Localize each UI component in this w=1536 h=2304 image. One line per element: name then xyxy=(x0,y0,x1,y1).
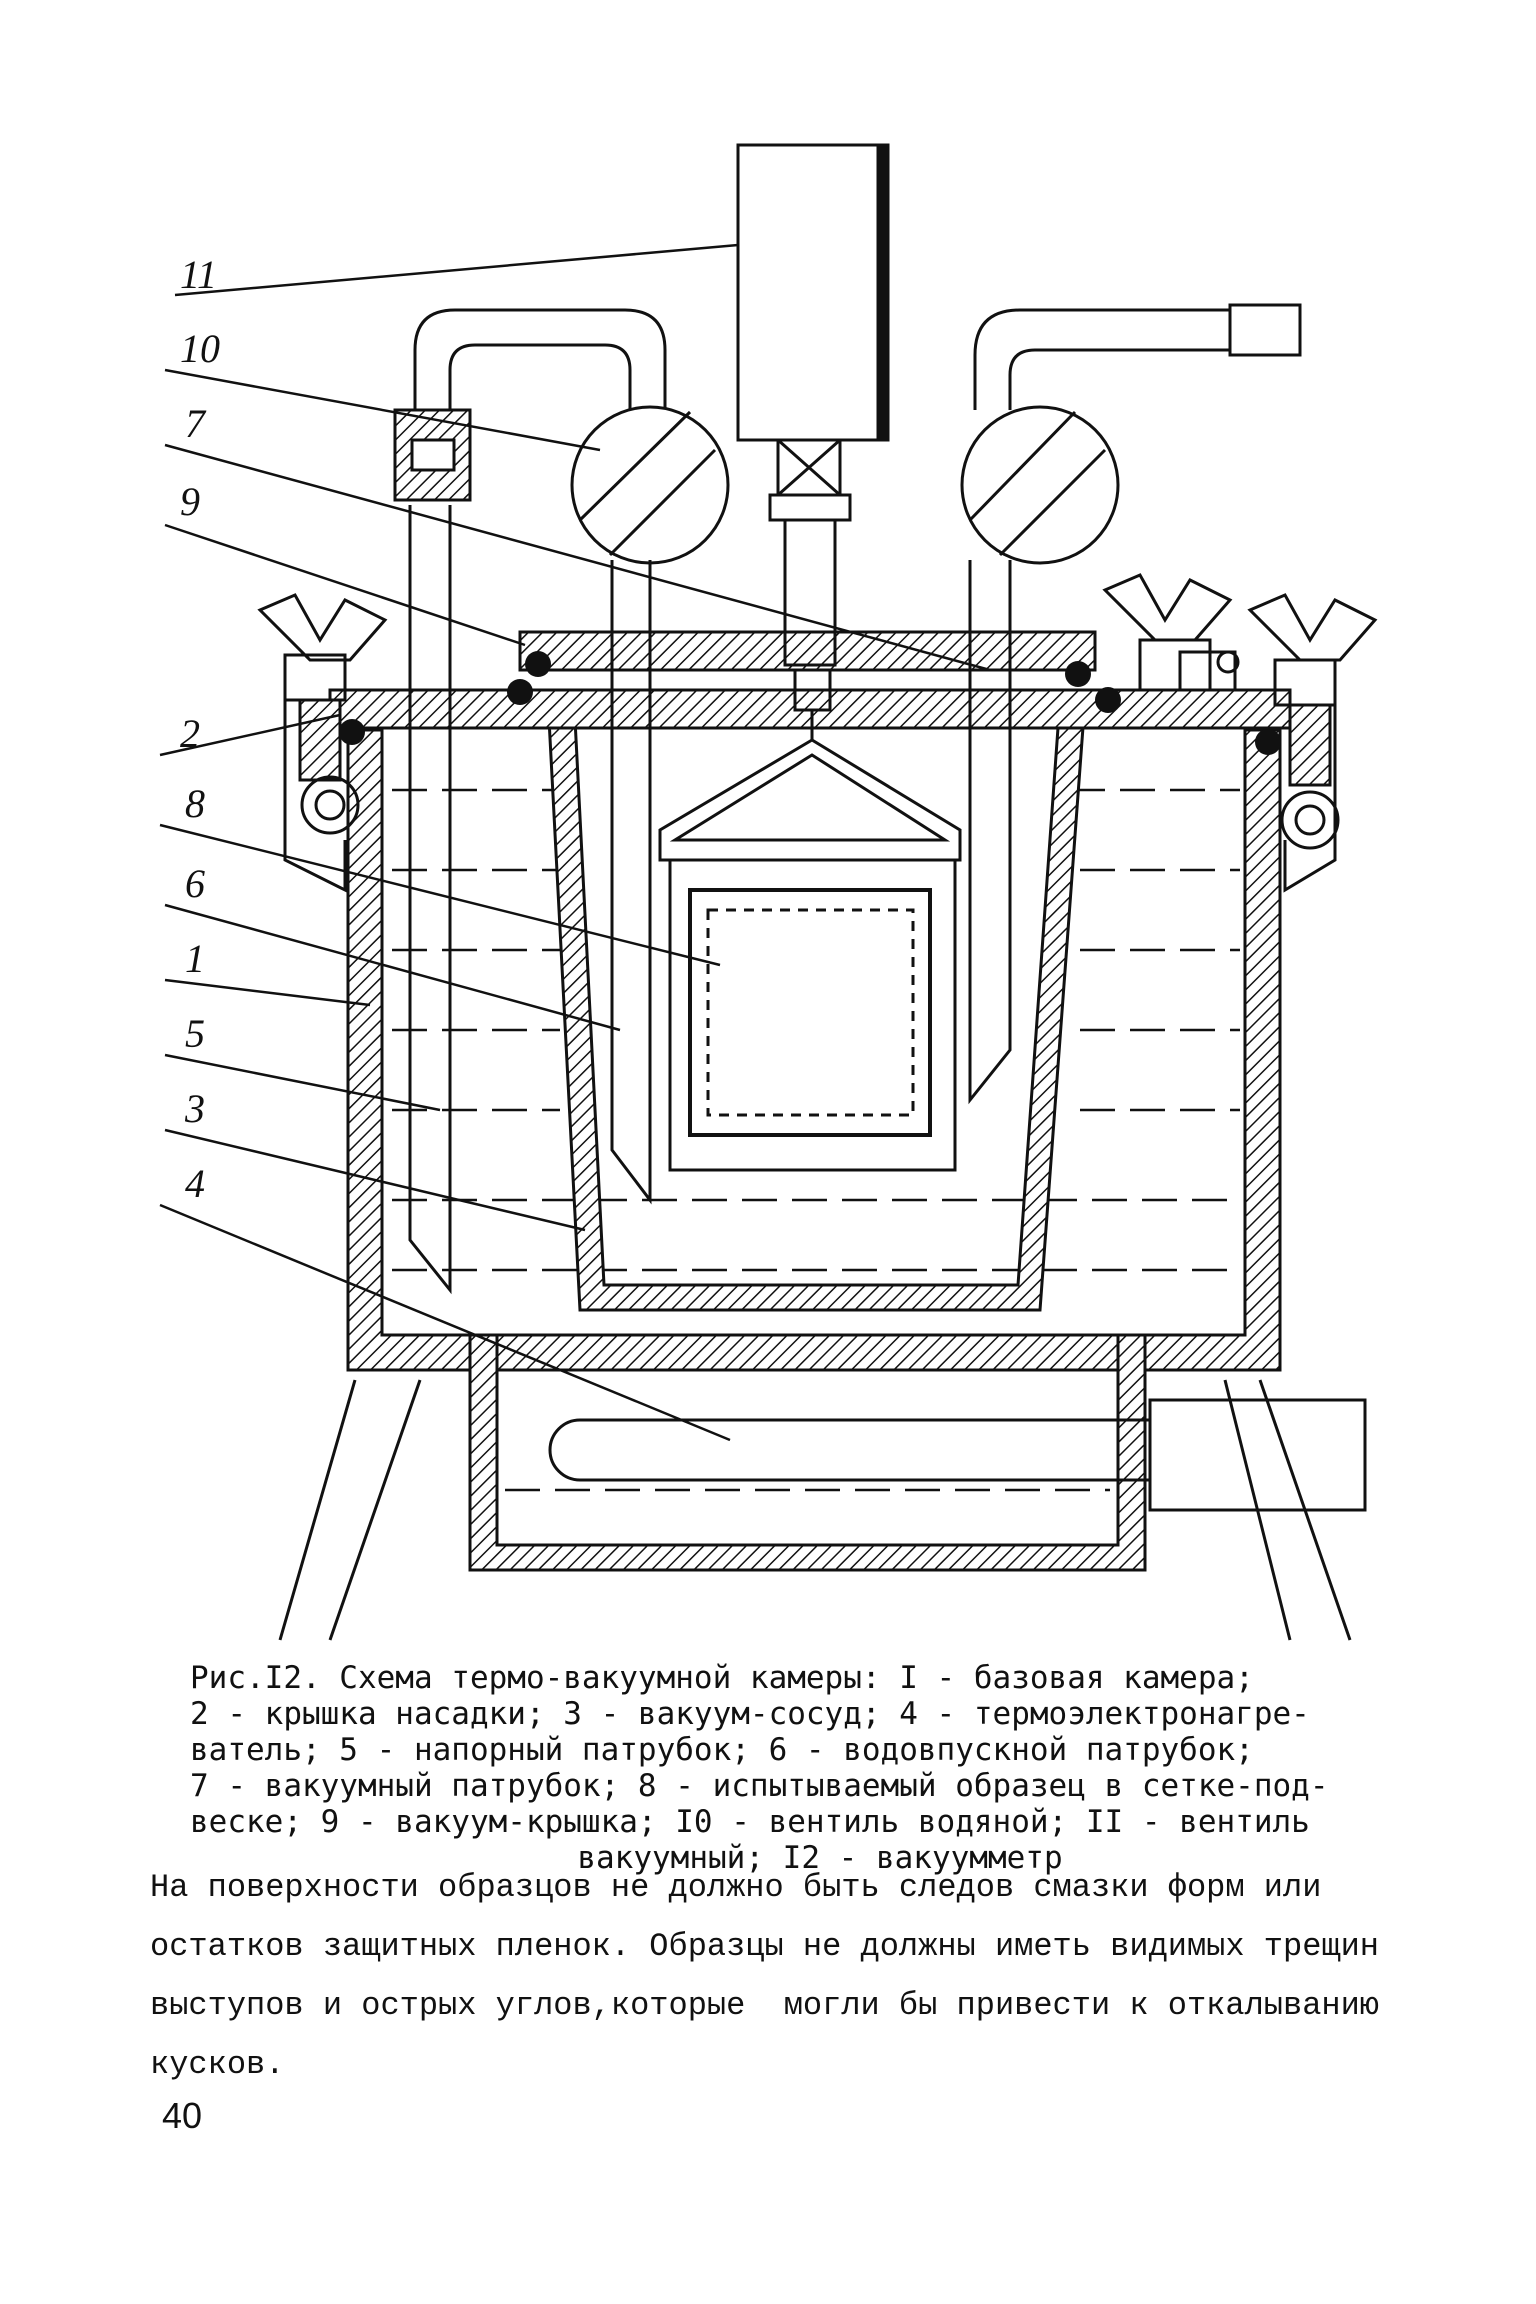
callout-10: 10 xyxy=(180,326,220,371)
water-lines xyxy=(392,788,1240,1272)
pressure-pipe xyxy=(393,308,667,1295)
figure-caption: Рис.I2. Схема термо-вакуумной камеры: I … xyxy=(190,1660,1450,1876)
heater-sump xyxy=(468,1333,1147,1572)
specimen-hanger xyxy=(658,668,962,1172)
callout-6: 6 xyxy=(185,861,205,906)
sump-water xyxy=(505,1368,1110,1492)
callout-2: 2 xyxy=(180,711,200,756)
body-line: На поверхности образцов не должно быть с… xyxy=(150,1869,1322,1906)
heater-housing xyxy=(1148,1398,1367,1512)
base-chamber-wall xyxy=(346,728,1282,1372)
seals xyxy=(339,651,1281,755)
caption-line: 2 - крышка насадки; 3 - вакуум-сосуд; 4 … xyxy=(190,1696,1310,1732)
body-line: выступов и острых углов,которые могли бы… xyxy=(150,1987,1379,2024)
heater-element xyxy=(548,1418,1150,1482)
caption-line: ватель; 5 - напорный патрубок; 6 - водов… xyxy=(190,1732,1254,1768)
caption-line: веске; 9 - вакуум-крышка; I0 - вентиль в… xyxy=(190,1804,1310,1840)
clamp-right xyxy=(1102,573,1378,893)
thermo-vacuum-chamber-diagram: 11 10 7 9 2 8 6 1 5 3 4 xyxy=(159,143,1378,1641)
body-line: кусков. xyxy=(150,2046,285,2083)
clamp-left xyxy=(257,593,388,893)
callout-5: 5 xyxy=(185,1011,205,1056)
callout-1: 1 xyxy=(185,936,205,981)
water-valve xyxy=(570,405,730,1205)
callout-3: 3 xyxy=(184,1086,205,1131)
callout-leaders xyxy=(159,243,991,1442)
page-number: 40 xyxy=(162,2095,203,2136)
caption-line: вакуумный; I2 - вакуумметр xyxy=(577,1840,1063,1876)
callout-4: 4 xyxy=(185,1161,205,1206)
callout-11: 11 xyxy=(180,252,217,297)
body-paragraph: На поверхности образцов не должно быть с… xyxy=(150,1858,1420,2094)
caption-line: 7 - вакуумный патрубок; 8 - испытываемый… xyxy=(190,1768,1329,1804)
vacuum-gauge xyxy=(736,143,890,667)
callout-8: 8 xyxy=(185,781,205,826)
callout-7: 7 xyxy=(185,401,207,446)
body-line: остатков защитных пленок. Образцы не дол… xyxy=(150,1928,1379,1965)
vacuum-valve xyxy=(960,303,1302,1105)
callout-9: 9 xyxy=(180,479,200,524)
vacuum-vessel xyxy=(546,698,1087,1312)
caption-line: Рис.I2. Схема термо-вакуумной камеры: I … xyxy=(190,1660,1254,1696)
